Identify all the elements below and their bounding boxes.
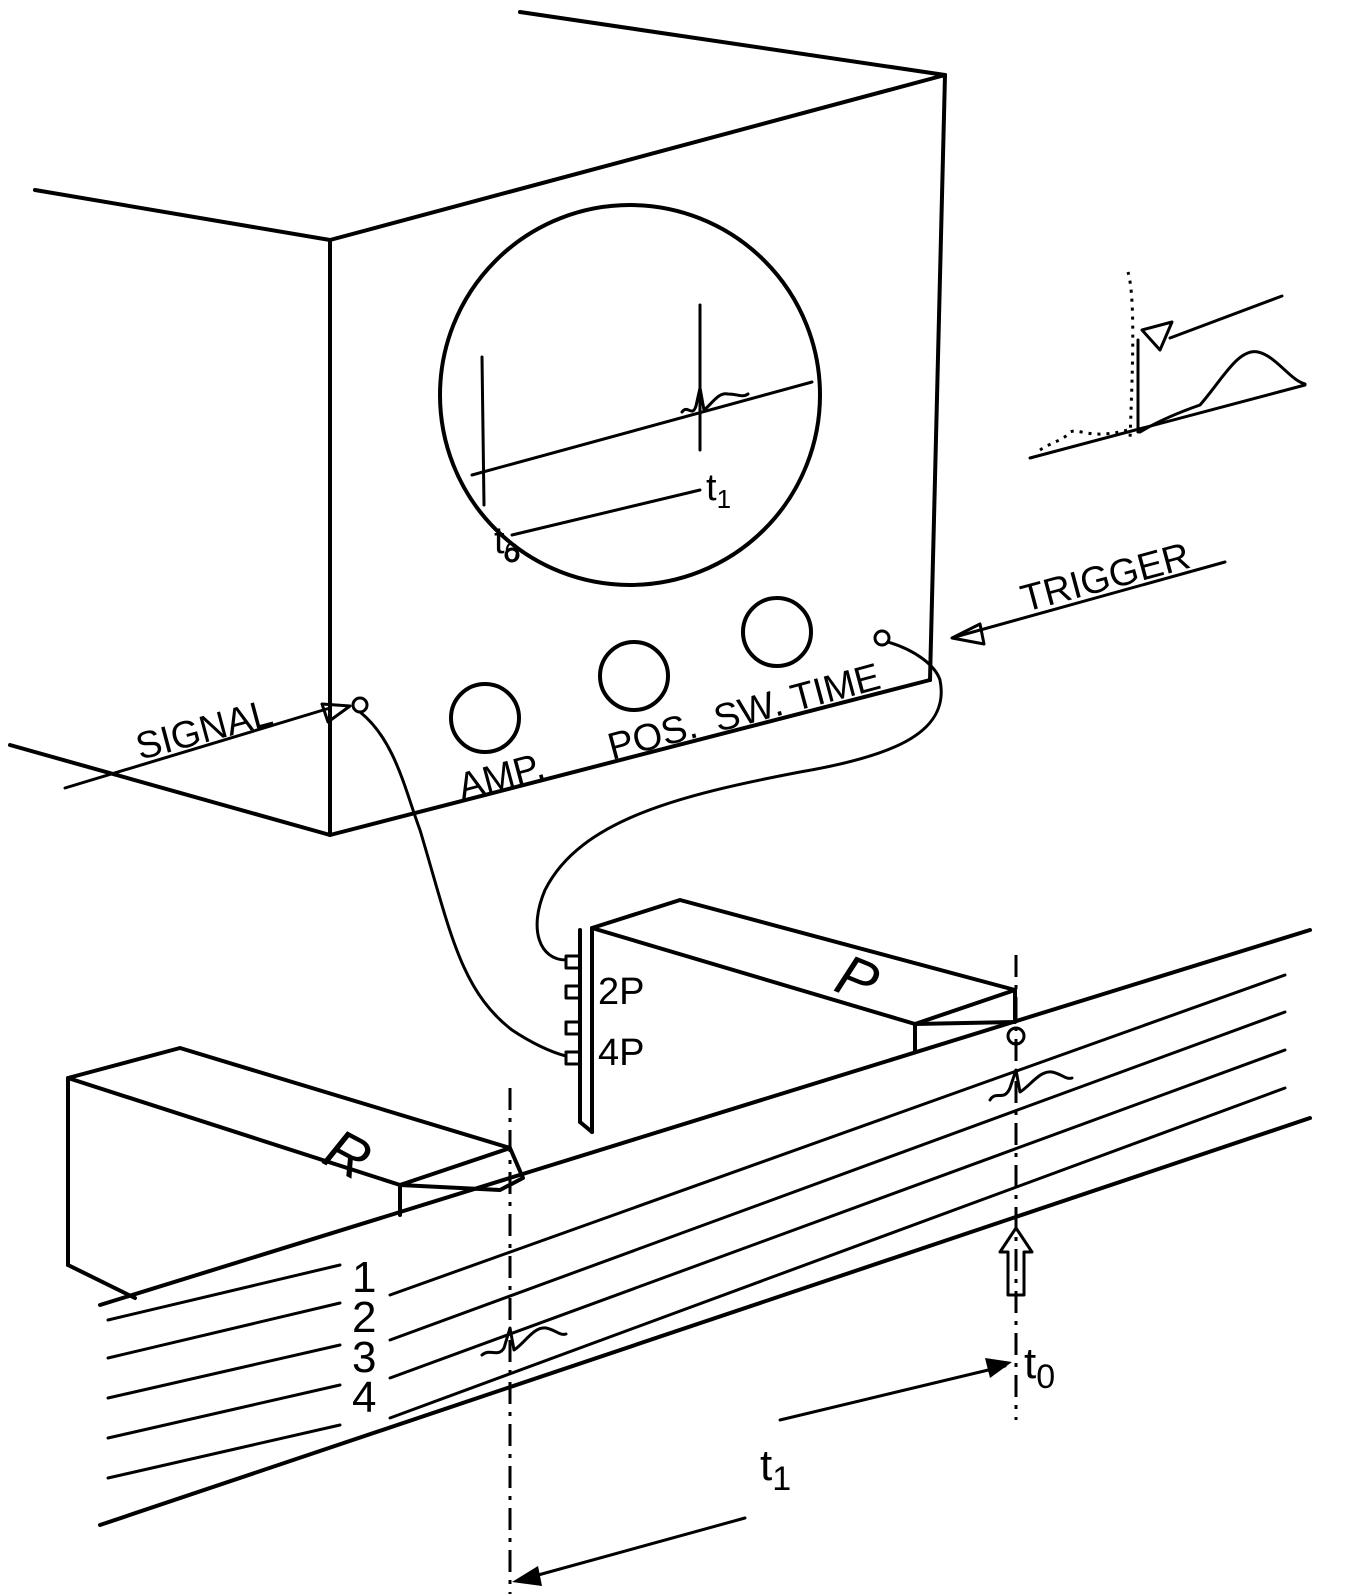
signal-cable (358, 710, 568, 1058)
bottom-t0-label: t0 (1024, 1339, 1055, 1396)
oscilloscope-cabinet (8, 10, 947, 837)
pulser-probe (564, 898, 1017, 1134)
line-4-label: 4 (352, 1373, 376, 1422)
trigger-label: TRIGGER (1016, 535, 1194, 620)
tap-4p (564, 1050, 582, 1066)
bottom-t1-label: t1 (760, 1441, 791, 1498)
tap-2p-label: 2P (598, 971, 644, 1013)
receiver-pulse (480, 1326, 568, 1357)
pos-label: POS. (603, 705, 702, 769)
tap-2p (564, 984, 582, 1000)
pulser-probe-label: P (827, 942, 888, 1017)
crt-screen (438, 203, 822, 587)
screen-t0-label: t0 (494, 520, 519, 567)
pos-knob[interactable] (598, 640, 670, 712)
excitation-arrow (998, 1226, 1034, 1297)
pulser-pulse (988, 1026, 1074, 1102)
tap-1 (564, 954, 582, 970)
sw-time-label: SW. TIME (709, 656, 884, 741)
line-2-label: 2 (352, 1293, 376, 1342)
receiver-probe (66, 1046, 525, 1300)
sw-time-knob[interactable] (741, 596, 813, 668)
signal-terminal (351, 696, 369, 714)
line-1-label: 1 (352, 1253, 376, 1302)
tap-4p-label: 4P (598, 1032, 644, 1074)
screen-t1-label: t1 (706, 467, 731, 514)
signal-label: SIGNAL (131, 692, 277, 769)
tap-3 (564, 1020, 582, 1036)
rail (98, 928, 1312, 1527)
trigger-cable (535, 640, 943, 962)
time-span-arrow (512, 1358, 1012, 1586)
trigger-terminal (873, 629, 891, 647)
amp-knob[interactable] (449, 682, 521, 754)
trigger-waveform-inset (1028, 271, 1307, 460)
amp-label: AMP. (453, 745, 549, 808)
trigger-input (873, 560, 1227, 647)
receiver-probe-label: R (314, 1116, 382, 1193)
line-3-label: 3 (352, 1333, 376, 1382)
